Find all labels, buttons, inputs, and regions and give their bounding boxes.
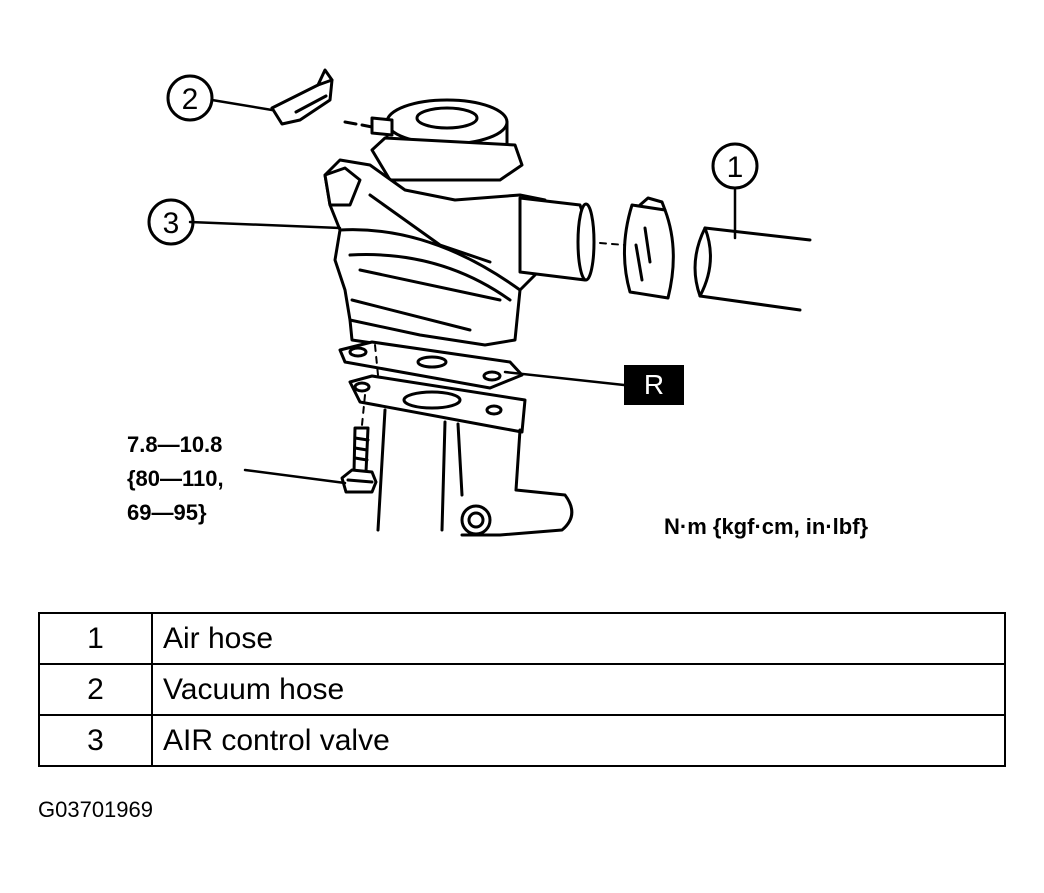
assembly-guide-lines xyxy=(361,242,626,426)
bolt-torque-spec: 7.8—10.8 {80—110, 69—95} xyxy=(127,432,224,525)
leader-line-r xyxy=(503,370,626,387)
callout-circle-3 xyxy=(147,198,195,246)
leader-line-torque xyxy=(243,468,347,485)
mounting-base xyxy=(348,374,574,537)
callout-number-3: 3 xyxy=(163,207,180,240)
air-control-valve xyxy=(323,98,596,352)
leader-line-3 xyxy=(188,220,342,230)
table-row: 3 AIR control valve xyxy=(38,714,1006,767)
callout-circle-2 xyxy=(166,74,214,122)
vacuum-hose xyxy=(270,68,374,129)
legend-label: Air hose xyxy=(151,612,1006,665)
leader-line-2 xyxy=(210,98,274,112)
table-row: 1 Air hose xyxy=(38,612,1006,665)
torque-units: N·m {kgf·cm, in·lbf} xyxy=(664,514,869,539)
air-hose xyxy=(693,226,812,312)
legend-number: 1 xyxy=(38,612,153,665)
legend-number: 3 xyxy=(38,714,153,767)
table-row: 2 Vacuum hose xyxy=(38,663,1006,716)
figure-id: G03701969 xyxy=(38,797,153,822)
legend-label: Vacuum hose xyxy=(151,663,1006,716)
callout-number-1: 1 xyxy=(727,151,744,184)
parts-legend-table: 1 Air hose 2 Vacuum hose 3 AIR control v… xyxy=(38,612,1006,767)
hose-clamp xyxy=(623,196,675,300)
callout-number-2: 2 xyxy=(182,83,199,116)
exploded-view-diagram: 1 2 3 xyxy=(147,68,812,537)
legend-number: 2 xyxy=(38,663,153,716)
legend-label: AIR control valve xyxy=(151,714,1006,767)
mounting-bolt xyxy=(340,426,378,494)
callout-circle-1 xyxy=(711,142,759,190)
replace-part-mark: R xyxy=(624,365,684,405)
